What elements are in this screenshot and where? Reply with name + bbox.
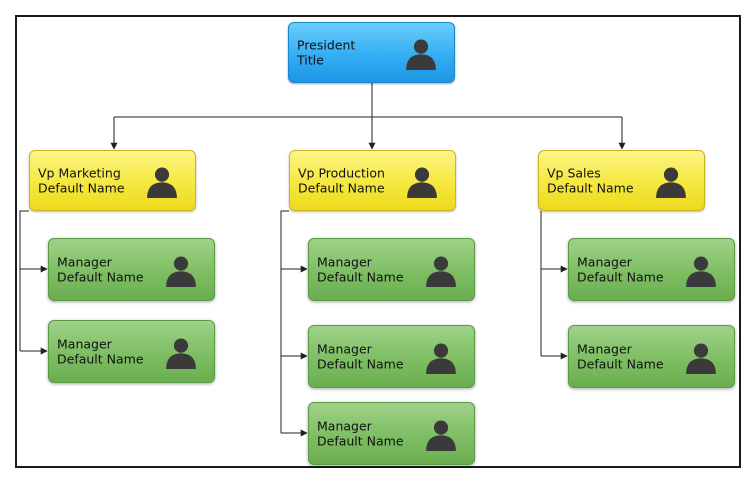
node-text: Manager Default Name: [57, 254, 144, 285]
person-icon: [656, 167, 686, 198]
node-name: Default Name: [298, 180, 385, 196]
node-title: Vp Sales: [547, 165, 601, 180]
person-icon: [166, 256, 196, 287]
node-title: Manager: [317, 418, 372, 433]
node-text: Manager Default Name: [577, 341, 664, 372]
node-text: Manager Default Name: [317, 418, 404, 449]
node-name: Default Name: [547, 180, 634, 196]
node-text: Manager Default Name: [317, 254, 404, 285]
node-manager-sales-1[interactable]: Manager Default Name: [568, 238, 735, 301]
node-manager-production-3[interactable]: Manager Default Name: [308, 402, 475, 465]
node-vp-marketing[interactable]: Vp Marketing Default Name: [29, 150, 196, 211]
node-title: Manager: [577, 254, 632, 269]
node-text: Manager Default Name: [577, 254, 664, 285]
node-name: Default Name: [577, 356, 664, 372]
person-icon: [426, 343, 456, 374]
node-text: Vp Marketing Default Name: [38, 165, 125, 196]
node-manager-production-1[interactable]: Manager Default Name: [308, 238, 475, 301]
node-title: President: [297, 37, 356, 52]
person-icon: [166, 338, 196, 369]
node-name: Default Name: [317, 356, 404, 372]
node-name: Title: [297, 52, 324, 68]
person-icon: [686, 343, 716, 374]
node-manager-sales-2[interactable]: Manager Default Name: [568, 325, 735, 388]
node-title: Manager: [317, 254, 372, 269]
node-manager-marketing-1[interactable]: Manager Default Name: [48, 238, 215, 301]
person-icon: [147, 167, 177, 198]
node-manager-production-2[interactable]: Manager Default Name: [308, 325, 475, 388]
node-name: Default Name: [57, 269, 144, 285]
node-text: Vp Production Default Name: [298, 165, 385, 196]
node-manager-marketing-2[interactable]: Manager Default Name: [48, 320, 215, 383]
person-icon: [407, 167, 437, 198]
node-title: Vp Marketing: [38, 165, 121, 180]
node-name: Default Name: [577, 269, 664, 285]
person-icon: [686, 256, 716, 287]
node-text: Manager Default Name: [317, 341, 404, 372]
node-text: Manager Default Name: [57, 336, 144, 367]
person-icon: [426, 256, 456, 287]
node-name: Default Name: [57, 351, 144, 367]
node-vp-sales[interactable]: Vp Sales Default Name: [538, 150, 705, 211]
node-vp-production[interactable]: Vp Production Default Name: [289, 150, 456, 211]
person-icon: [426, 420, 456, 451]
node-title: Manager: [57, 336, 112, 351]
node-text: Vp Sales Default Name: [547, 165, 634, 196]
node-text: President Title: [297, 37, 355, 68]
node-name: Default Name: [38, 180, 125, 196]
node-title: Manager: [317, 341, 372, 356]
person-icon: [406, 39, 436, 70]
node-name: Default Name: [317, 269, 404, 285]
node-president[interactable]: President Title: [288, 22, 455, 83]
node-name: Default Name: [317, 433, 404, 449]
node-title: Manager: [577, 341, 632, 356]
node-title: Vp Production: [298, 165, 385, 180]
node-title: Manager: [57, 254, 112, 269]
